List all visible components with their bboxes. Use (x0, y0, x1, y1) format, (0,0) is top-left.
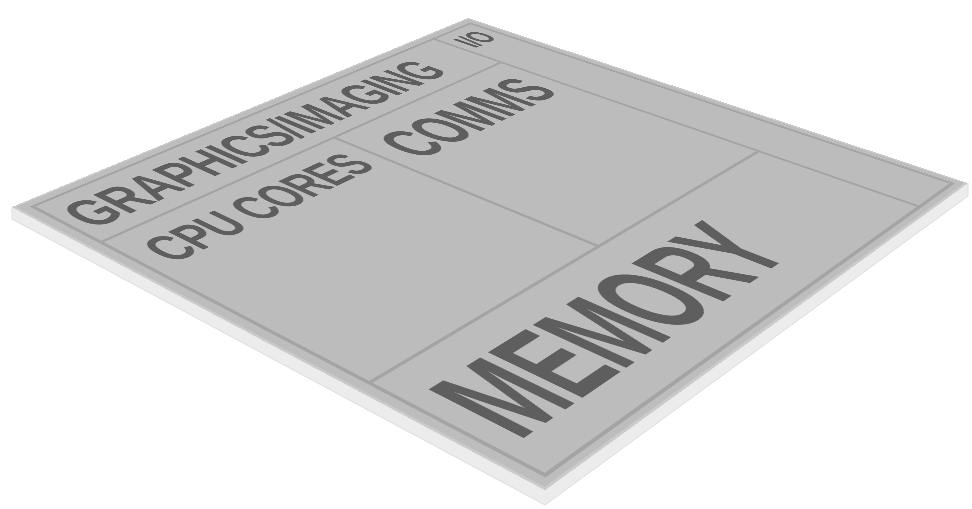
chip-surface: I/OGRAPHICS/IMAGINGCOMMSCPU CORESMEMORY (12, 18, 968, 490)
